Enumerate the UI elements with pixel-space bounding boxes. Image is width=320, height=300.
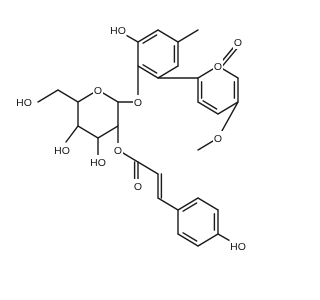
atom-label-background: [133, 95, 143, 109]
bond-line: [182, 232, 198, 242]
bond-line: [137, 65, 159, 79]
atom-label-o-ring-pyranone: O: [214, 61, 222, 73]
atom-label-background: [89, 155, 107, 169]
bond-line: [197, 197, 219, 211]
atom-label-oh-sugar-c4: HO: [54, 145, 70, 157]
bond-line: [177, 233, 199, 247]
bond-line: [182, 202, 198, 212]
atom-label-o-methoxy: O: [214, 133, 222, 145]
bond-line: [142, 64, 158, 74]
bond-line: [202, 100, 218, 110]
atom-label-oh-sugar-c3: HO: [90, 157, 106, 169]
atom-label-o-ring-sugar: O: [94, 85, 102, 97]
bond-line: [197, 101, 219, 115]
bond-line: [137, 161, 159, 175]
bond-line: [177, 197, 199, 211]
bond-line: [37, 89, 59, 103]
atom-label-o-carbonyl-pyranone: O: [234, 37, 242, 49]
bond-line: [137, 29, 159, 43]
atom-label-background: [113, 143, 123, 157]
atom-label-oh-phenol: HO: [230, 241, 246, 253]
bond-line: [157, 65, 179, 79]
bond-lines: [37, 29, 242, 247]
bond-line: [142, 34, 158, 44]
bond-line: [157, 29, 179, 43]
atom-label-o-ester: O: [114, 145, 122, 157]
bond-line: [57, 89, 79, 103]
atom-label-o-ester-carbonyl: O: [134, 181, 142, 193]
atom-label-background: [93, 83, 103, 97]
atom-label-background: [109, 23, 127, 37]
bond-line: [197, 233, 219, 247]
atom-label-background: [213, 59, 223, 73]
atom-label-background: [53, 143, 71, 157]
atom-label-oh-aryl-top: HO: [110, 25, 126, 37]
atom-label-oh-primary: HO: [16, 97, 32, 109]
atom-label-background: [133, 179, 143, 193]
atom-label-background: [15, 95, 33, 109]
bond-line: [97, 125, 119, 139]
bond-line: [177, 29, 199, 43]
atom-label-o-glycosidic: O: [134, 97, 142, 109]
atom-label-background: [213, 131, 223, 145]
bond-line: [77, 125, 99, 139]
atom-label-background: [229, 239, 247, 253]
atom-label-background: [233, 35, 243, 49]
bond-line: [157, 197, 179, 211]
bond-line: [217, 101, 239, 115]
bond-line: [65, 125, 79, 143]
